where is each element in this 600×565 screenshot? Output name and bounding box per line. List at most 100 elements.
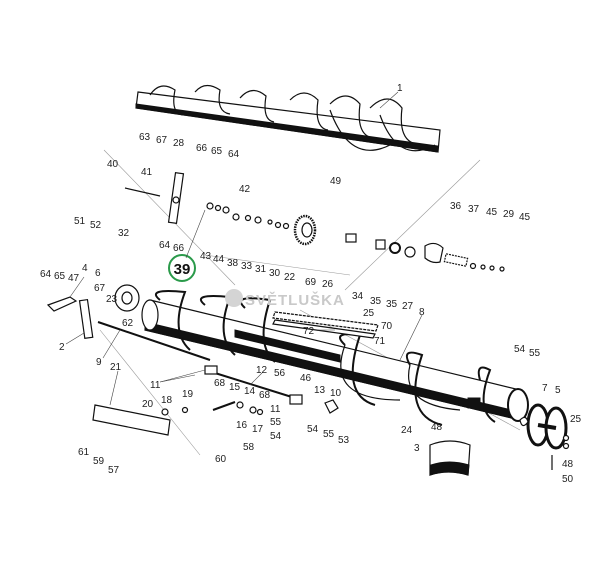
top-auger-part-1 [135,84,441,153]
callout: 26 [322,279,334,290]
end-wheel-part-5 [519,403,570,470]
cover-part-3-shade [429,461,470,476]
callout: 54 [270,431,282,442]
callout: 10 [330,388,342,399]
callout: 25 [570,414,582,425]
callout: 29 [503,209,515,220]
callout: 58 [243,442,255,453]
axis-line [344,159,481,291]
callout: 27 [402,301,414,312]
left-end-parts [46,284,211,361]
callout: 34 [352,291,364,302]
callout: 37 [468,204,480,215]
callout: 41 [141,167,153,178]
callout: 52 [90,220,102,231]
callout: 11 [270,404,281,415]
callout: 30 [269,268,281,279]
callout: 20 [142,399,154,410]
callout: 32 [118,228,130,239]
callout: 21 [110,362,122,373]
callout: 43 [200,251,212,262]
callout: 1 [397,83,403,94]
callout: 7 [542,383,548,394]
callout: 71 [374,336,386,347]
highlight-badge: 39 [168,254,196,282]
callout: 54 [307,424,319,435]
main-auger-part-8 [141,290,529,426]
callout: 72 [303,326,315,337]
callout: 3 [414,443,420,454]
callout: 16 [236,420,248,431]
callout: 70 [381,321,393,332]
callout: 25 [363,308,375,319]
drive-parts-right [345,233,505,272]
callout: 51 [74,216,86,227]
callout: 61 [78,447,90,458]
callout: 50 [562,474,574,485]
callout: 59 [93,456,105,467]
callout: 28 [173,138,185,149]
shaft-32 [124,187,161,197]
sprocket-22 [293,214,317,246]
callout: 5 [555,385,561,396]
callout: 12 [256,365,268,376]
callout: 68 [259,390,271,401]
callout: 55 [323,429,335,440]
badge-number: 39 [174,261,191,278]
callout: 56 [274,368,286,379]
callout: 22 [284,272,296,283]
callout: 65 [54,271,66,282]
callout: 67 [94,283,106,294]
callout: 53 [338,435,350,446]
callout: 18 [161,395,173,406]
watermark-text: SVĚTLUŠKA [245,291,345,309]
callout: 55 [529,348,541,359]
callout: 64 [159,240,171,251]
callout: 38 [227,258,239,269]
callout: 66 [173,243,185,254]
callout: 45 [486,207,498,218]
callout: 33 [241,261,253,272]
strip-70-71 [272,311,379,339]
callout: 36 [450,201,462,212]
callout: 31 [255,264,267,275]
callout: 14 [244,386,256,397]
callout: 57 [108,465,120,476]
callout: 40 [107,159,119,170]
callout: 54 [514,344,526,355]
small-parts-upper [206,202,290,230]
callout: 13 [314,385,326,396]
callout: 46 [300,373,312,384]
callout: 48 [431,422,443,433]
callout: 47 [68,273,80,284]
callout: 2 [59,342,65,353]
callout: 45 [519,212,531,223]
callout: 42 [239,184,251,195]
callout: 64 [228,149,240,160]
callout: 24 [401,425,413,436]
callout: 63 [139,132,151,143]
callout: 66 [196,143,208,154]
callout: 9 [96,357,102,368]
callout: 60 [215,454,227,465]
callout: 65 [211,146,223,157]
callout: 19 [182,389,194,400]
callout: 69 [305,277,317,288]
callout: 55 [270,417,282,428]
callout: 35 [370,296,382,307]
watermark: SVĚTLUŠKA [225,289,345,309]
callout: 64 [40,269,52,280]
axis-line [204,254,351,276]
callout: 48 [562,459,574,470]
leader-lines [65,91,423,406]
callout: 4 [82,263,88,274]
callout: 15 [229,382,241,393]
callout: 67 [156,135,168,146]
bracket-plate-28 [167,172,185,224]
callout: 62 [122,318,134,329]
axis-line [99,329,201,456]
callout: 35 [386,299,398,310]
callout: 8 [419,307,425,318]
